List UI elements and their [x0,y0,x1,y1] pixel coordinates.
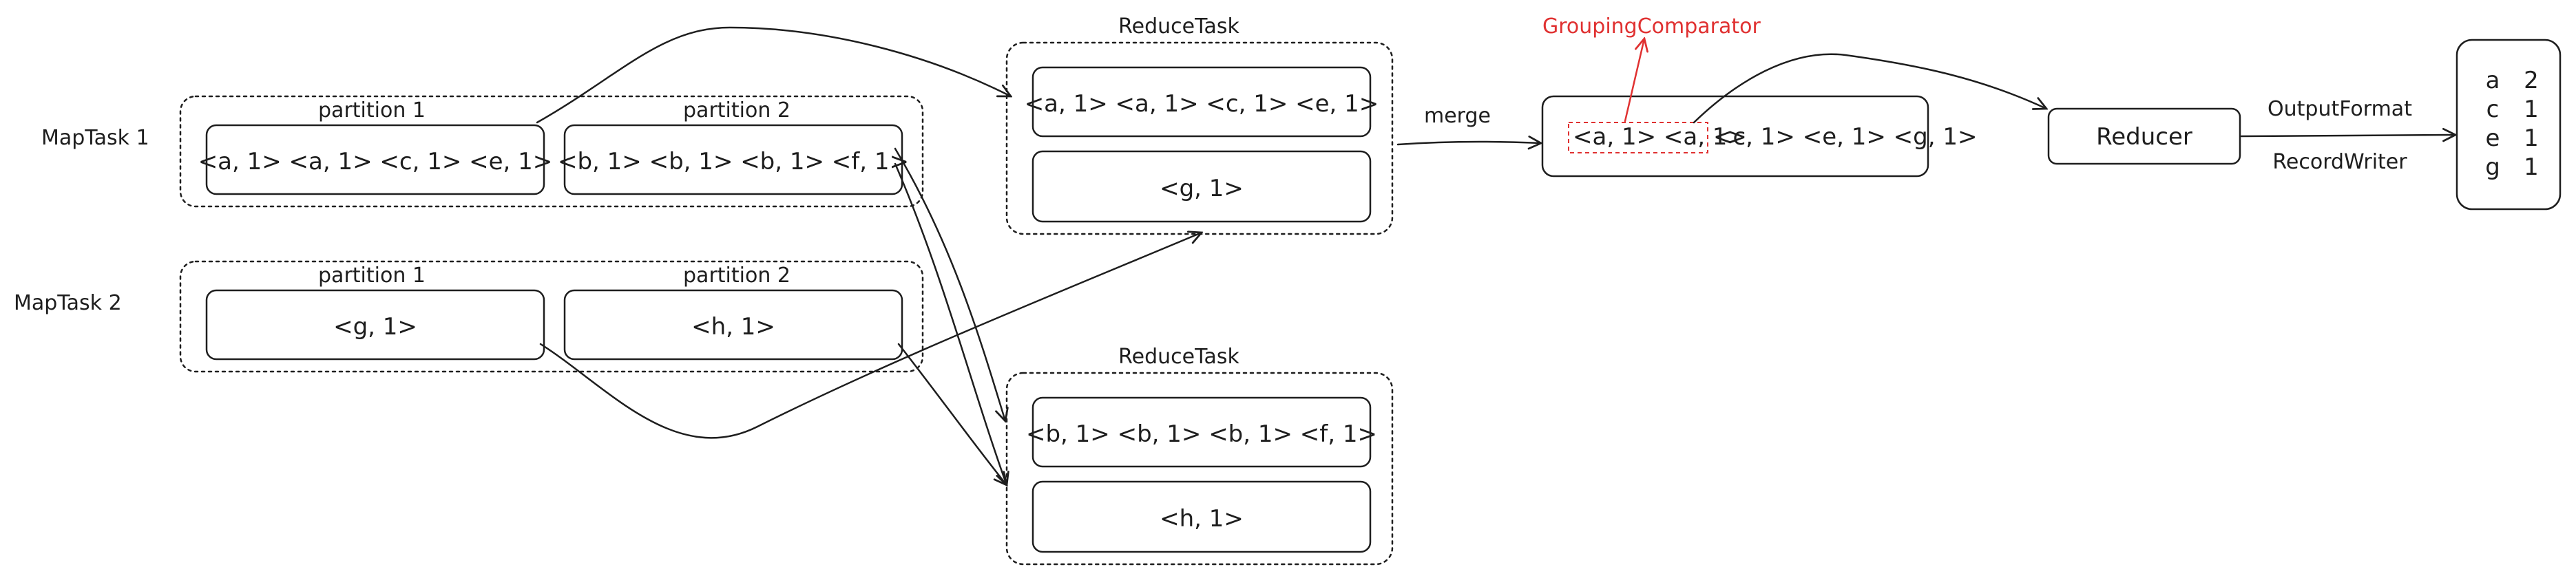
shuffle-arrow-m1p1-to-r1 [536,26,1011,124]
shuffle-arrow-m2p1-to-r1 [539,233,1202,439]
reducetask-2-container [1005,372,1394,566]
maptask-1-partition-2-title: partition 2 [683,98,790,122]
reducetask-2-label: ReduceTask [1118,345,1239,369]
output-format-label: OutputFormat [2268,97,2412,121]
reducetask-2-row-2-content: <h, 1> [1160,505,1244,533]
merge-arrow [1396,142,1541,144]
grouping-comparator-arrow [1624,39,1644,122]
reducetask-2-row-2-box [1032,480,1372,553]
maptask-2-partition-1-content: <g, 1> [333,313,417,341]
merge-label: merge [1424,104,1491,128]
grouping-comparator-label: GroupingComparator [1542,14,1761,39]
output-key: g [2485,153,2500,181]
reducetask-1-row-1-box [1032,66,1372,138]
maptask-1-partition-1-title: partition 1 [318,98,426,122]
output-records: a 2 c 1 e 1 g 1 [2485,67,2539,181]
reducetask-1-row-1-content: <a, 1> <a, 1> <c, 1> <e, 1> [1025,90,1379,118]
maptask-1-partition-1-box [205,124,545,195]
record-writer-label: RecordWriter [2272,150,2407,174]
maptask-2-partition-2-content: <h, 1> [691,313,775,341]
output-key: e [2486,125,2500,152]
reducetask-1-row-2-content: <g, 1> [1160,175,1244,202]
reducetask-2-row-1-box [1032,396,1372,468]
merged-box [1541,95,1929,178]
maptask-2-partition-1-box [205,289,545,361]
output-value: 1 [2524,153,2539,181]
maptask-1-partition-1-content: <a, 1> <a, 1> <c, 1> <e, 1> [198,148,553,175]
output-key: a [2486,67,2500,94]
reducetask-1-label: ReduceTask [1118,14,1239,39]
maptask-2-partition-1-title: partition 1 [318,264,426,288]
maptask-1-container [179,95,924,208]
output-value: 2 [2524,67,2539,94]
output-file-box [2455,39,2562,211]
shuffle-arrow-m1p2-to-r2b [894,162,1007,485]
maptask-2-container [179,260,924,373]
shuffle-arrow-m2p2-to-r2 [897,343,1007,485]
group-to-reducer-arrow [1693,53,2046,124]
merged-grouped-keys: <a, 1> <a, 1> [1573,123,1747,151]
grouped-keys-highlight [1568,122,1708,153]
maptask-2-partition-2-title: partition 2 [683,264,790,288]
reducetask-1-container [1005,41,1394,235]
merged-remaining-keys: <c, 1> <e, 1> <g, 1> [1713,123,1977,151]
reducetask-2-row-1-content: <b, 1> <b, 1> <b, 1> <f, 1> [1026,420,1377,448]
output-arrow [2240,135,2455,136]
output-value: 1 [2524,125,2539,152]
reducetask-1-row-2-box [1032,150,1372,223]
output-key: c [2486,96,2500,123]
reducer-box [2047,107,2241,165]
maptask-2-label: MapTask 2 [14,291,122,315]
shuffle-arrow-m1p2-to-r2a [894,147,1005,421]
maptask-1-label: MapTask 1 [41,126,149,150]
reducer-label: Reducer [2096,123,2192,151]
maptask-2-partition-2-box [563,289,903,361]
maptask-1-partition-2-content: <b, 1> <b, 1> <b, 1> <f, 1> [558,148,909,175]
output-value: 1 [2524,96,2539,123]
